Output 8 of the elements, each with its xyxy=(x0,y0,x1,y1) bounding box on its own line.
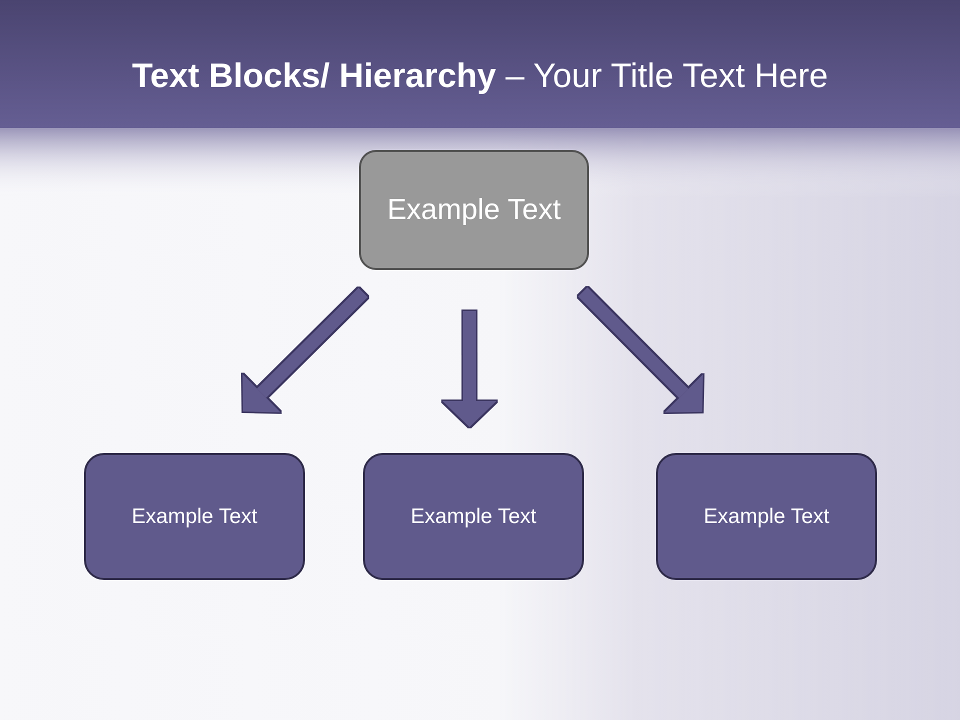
arrow xyxy=(578,287,703,412)
sub-level-box: Example Text xyxy=(84,453,305,580)
sub-level-box: Example Text xyxy=(656,453,877,580)
top-level-box: Example Text xyxy=(359,150,589,270)
arrow xyxy=(242,288,368,412)
arrow xyxy=(442,310,496,427)
sub-level-box: Example Text xyxy=(363,453,584,580)
slide-title: Text Blocks/ Hierarchy – Your Title Text Here xyxy=(130,56,830,97)
